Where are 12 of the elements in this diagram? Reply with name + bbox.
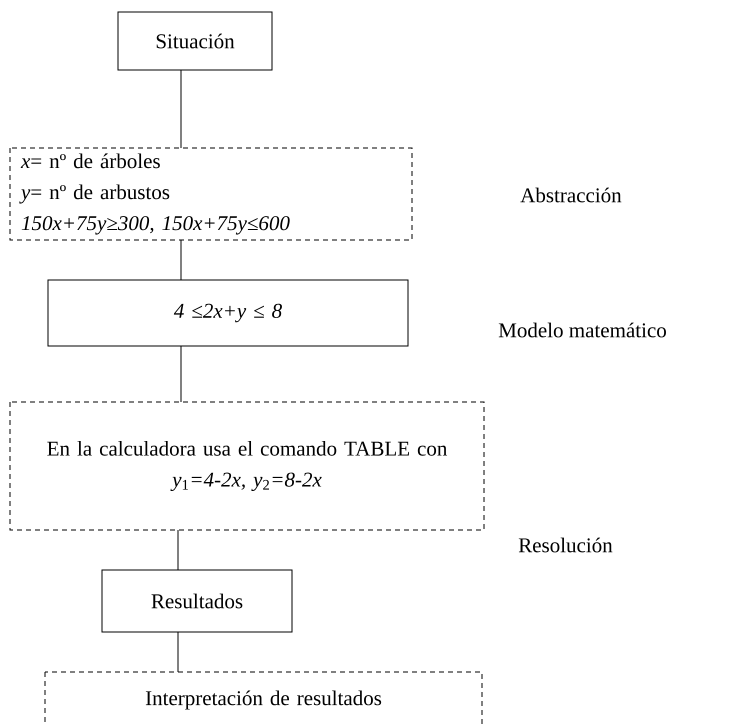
stage-label: Resolución — [518, 538, 612, 552]
stage-label: Abstracción — [520, 188, 622, 202]
process-box: Resultados — [102, 570, 292, 632]
dashed-box: x= nº de árboles y= nº de arbustos 150x+75y≥300, 150x+75y≤600 — [10, 148, 412, 240]
process-box: 4 ≤2x+y ≤ 8 — [48, 280, 408, 346]
connector-line — [180, 70, 182, 148]
dashed-box: Interpretación de resultados — [44, 672, 482, 726]
connector-line — [180, 346, 182, 402]
process-box: Situación — [118, 12, 272, 70]
dashed-box: En la calculadora usa el comando TABLE con y$_{1}$=4-2x, y$_{2}$=8-2x — [10, 402, 484, 530]
connector-line — [180, 240, 182, 280]
stage-label: Modelo matemático — [498, 322, 666, 338]
